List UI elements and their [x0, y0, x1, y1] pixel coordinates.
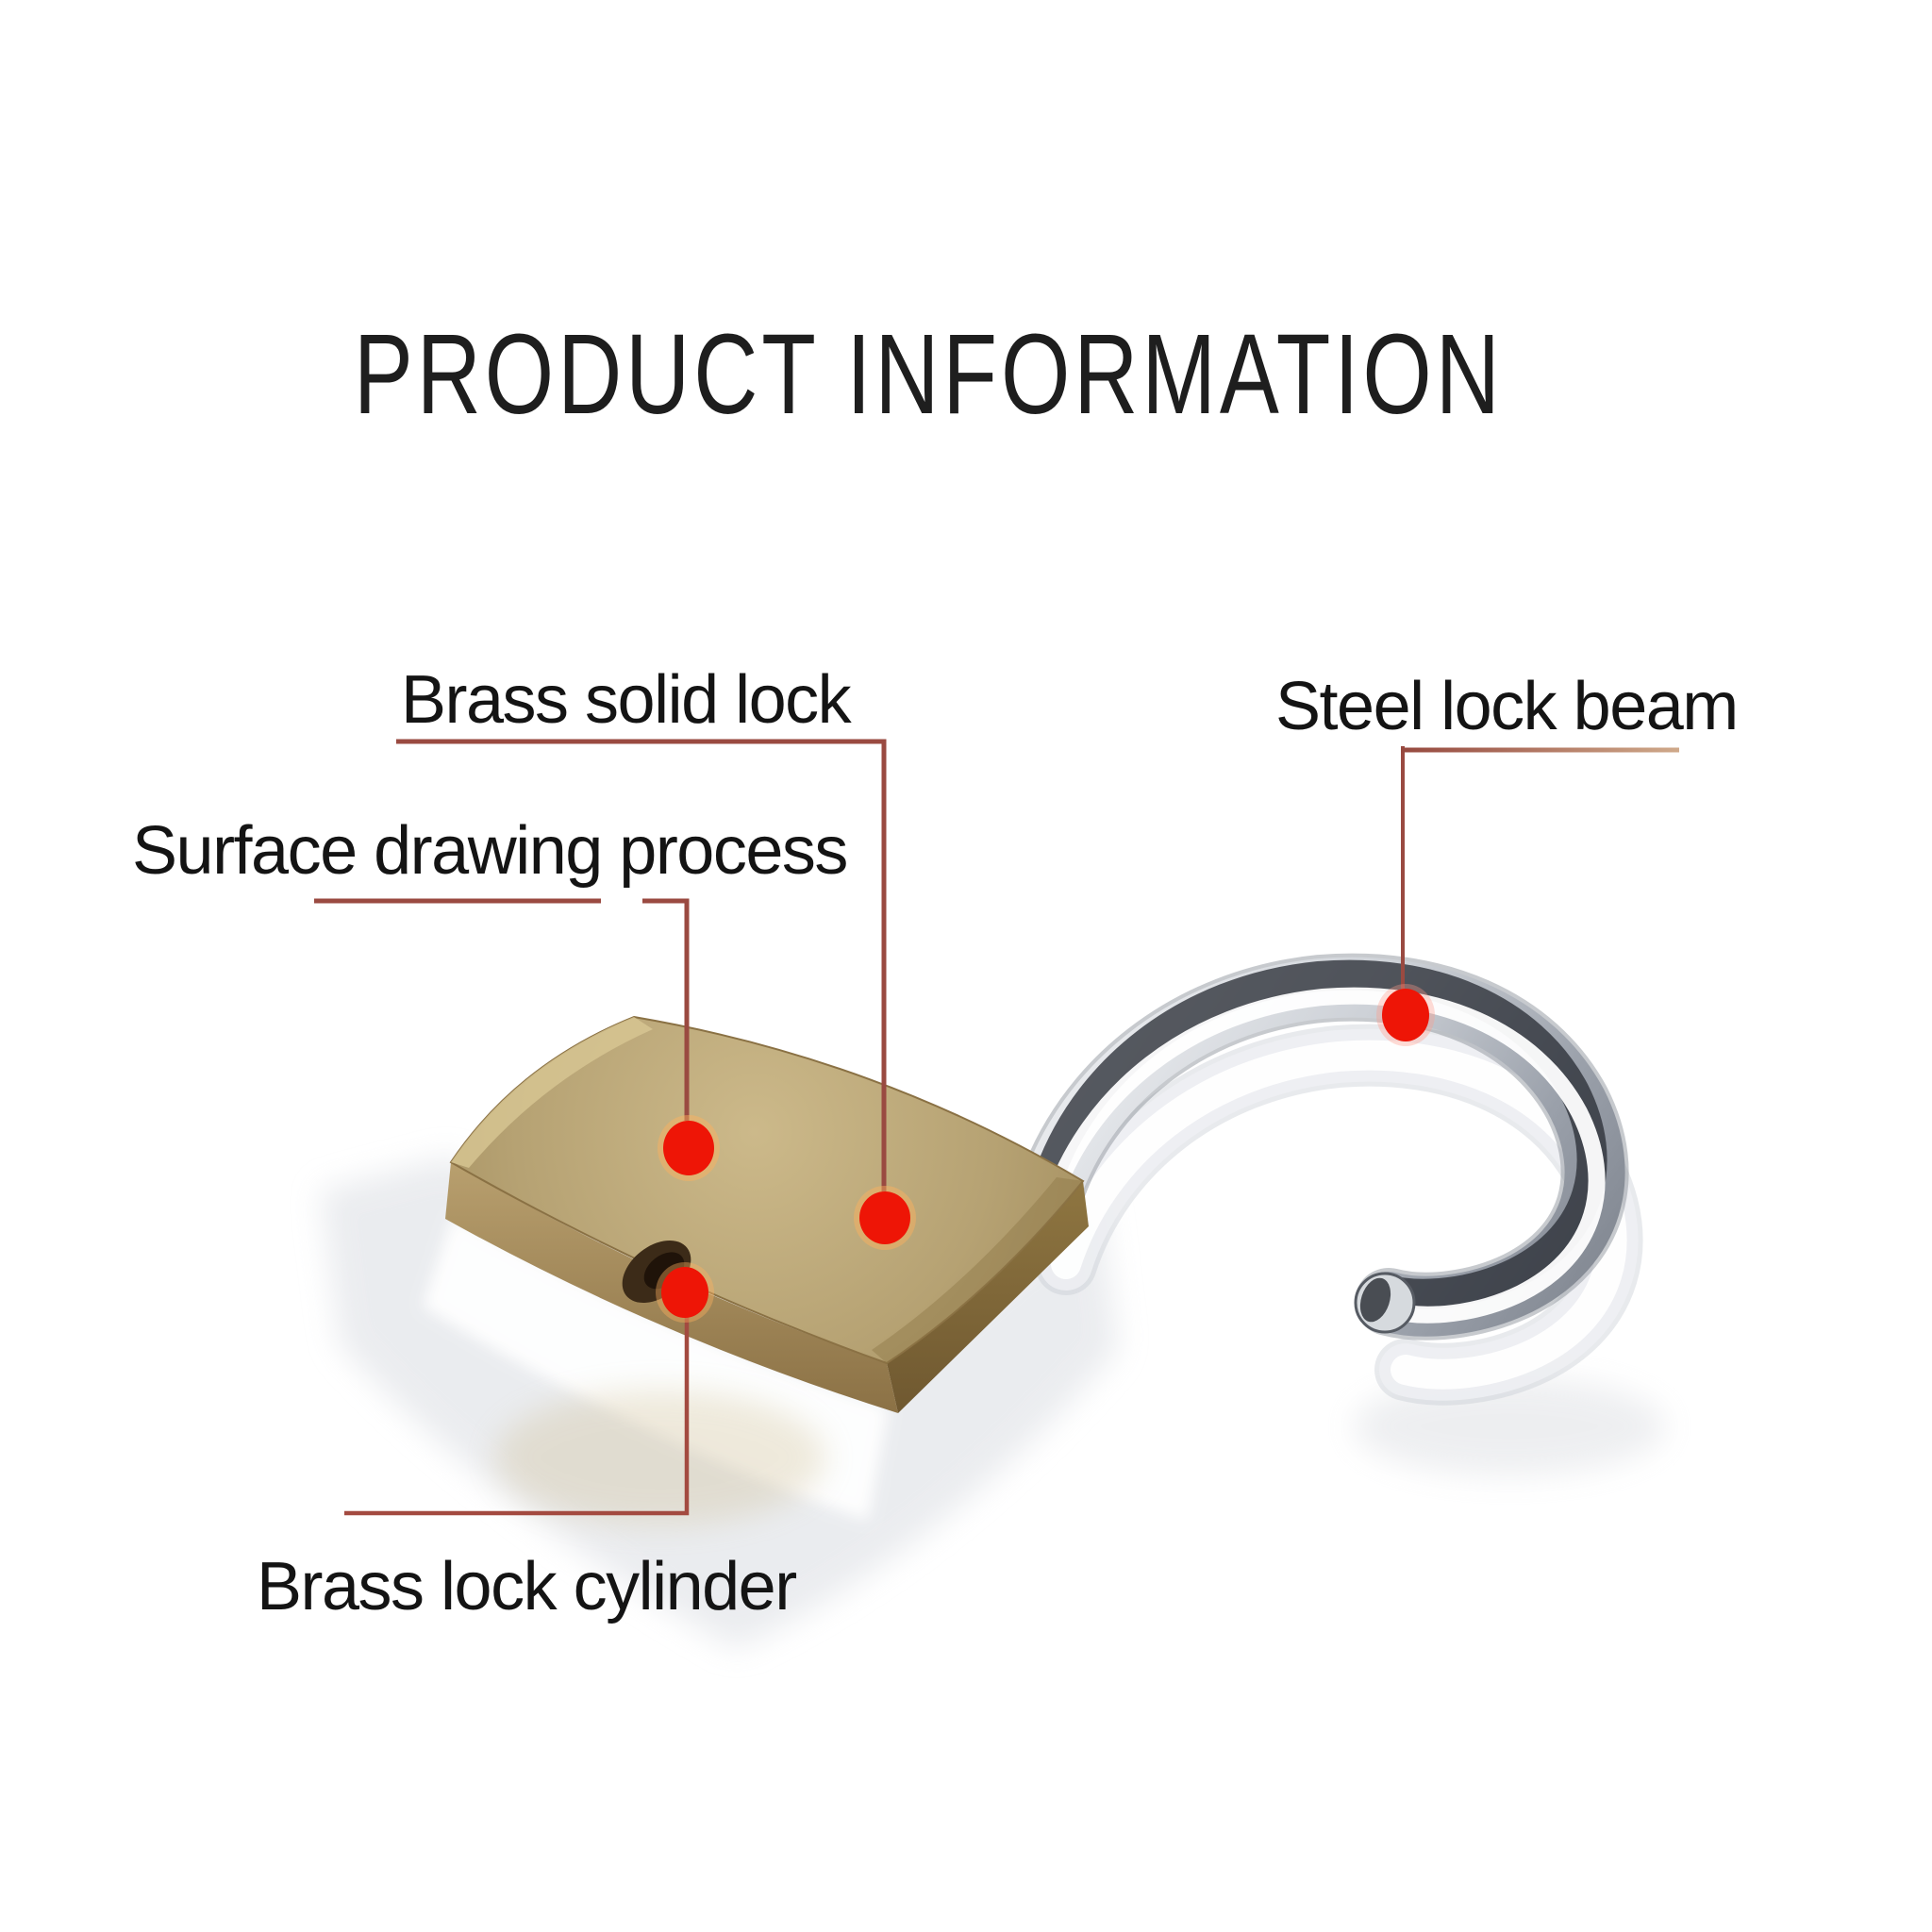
- body-right-face: [887, 1181, 1089, 1413]
- steel-shackle: [1015, 953, 1629, 1341]
- callout-lines: [314, 739, 1679, 1516]
- dot-steel-lock-beam: [1376, 984, 1435, 1046]
- dot-surface-drawing-process: [658, 1115, 720, 1181]
- label-brass-lock-cylinder: Brass lock cylinder: [257, 1549, 797, 1624]
- body-edge-shade: [872, 1177, 1083, 1363]
- label-steel-lock-beam: Steel lock beam: [1275, 669, 1739, 744]
- callout-dots: [656, 984, 1435, 1323]
- line-surface-drawing-b: [642, 898, 690, 1121]
- label-brass-solid-lock: Brass solid lock: [401, 662, 852, 738]
- line-brass-cylinder: [344, 1317, 690, 1516]
- reflection-shadow: [321, 1157, 1665, 1649]
- shackle-shadow: [1354, 1377, 1665, 1475]
- line-brass-solid-lock: [396, 739, 887, 1191]
- shackle-tip-cap: [1354, 1272, 1416, 1334]
- shackle-ghost: [1035, 1024, 1643, 1406]
- body-bevel-highlight: [451, 1017, 653, 1168]
- label-surface-drawing-process: Surface drawing process: [132, 813, 848, 889]
- dot-brass-solid-lock: [854, 1186, 916, 1250]
- dot-brass-lock-cylinder: [656, 1262, 714, 1323]
- brass-reflection-tint: [495, 1390, 825, 1525]
